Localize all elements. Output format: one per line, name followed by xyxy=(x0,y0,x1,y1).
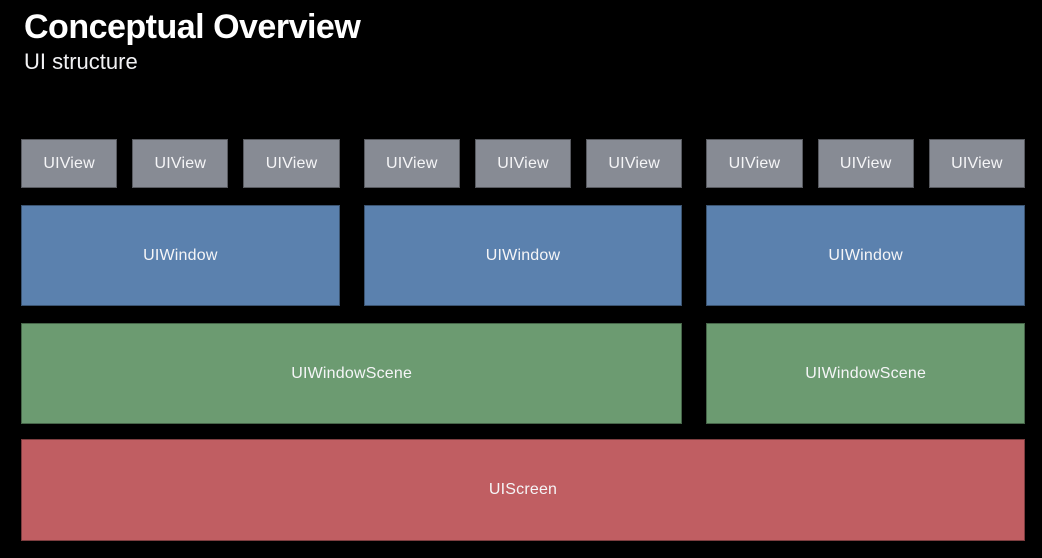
uiview-box-4: UIView xyxy=(363,139,460,188)
uiview-label: UIView xyxy=(951,154,1003,172)
uiview-label: UIView xyxy=(839,154,892,172)
uiwindowscene-box-2: UIWindowScene xyxy=(706,323,1025,424)
uiwindow-label: UIWindow xyxy=(828,246,903,264)
uiview-box-5: UIView xyxy=(474,139,572,188)
uiscreen-box: UIScreen xyxy=(21,439,1025,541)
uiview-label: UIView xyxy=(154,154,207,172)
uiview-box-7: UIView xyxy=(706,139,803,188)
uiwindowscene-label: UIWindowScene xyxy=(291,364,413,382)
uiwindow-box-3: UIWindow xyxy=(706,205,1026,306)
uiview-label: UIView xyxy=(385,154,438,172)
uiview-row: UIView UIView UIView UIView UIView UIVie… xyxy=(21,139,1025,188)
uiscreen-label: UIScreen xyxy=(488,481,558,498)
uiview-box-9: UIView xyxy=(928,139,1025,188)
uiview-box-3: UIView xyxy=(243,139,340,188)
page-title: Conceptual Overview xyxy=(24,8,361,46)
uiwindow-label: UIWindow xyxy=(143,246,218,264)
uiwindow-box-2: UIWindow xyxy=(363,205,683,306)
uiwindowscene-label: UIWindowScene xyxy=(805,364,927,382)
uiwindow-box-1: UIWindow xyxy=(21,205,340,306)
page-subtitle: UI structure xyxy=(24,49,138,74)
uiview-label: UIView xyxy=(265,154,318,172)
uiview-label: UIView xyxy=(497,154,549,172)
uiview-box-2: UIView xyxy=(132,139,229,188)
uiscreen-row: UIScreen xyxy=(21,439,1025,541)
uiwindowscene-row: UIWindowScene UIWindowScene xyxy=(21,323,1025,424)
uiview-group-3: UIView UIView UIView xyxy=(706,139,1025,188)
uiview-group-1: UIView UIView UIView xyxy=(21,139,340,188)
ui-structure-diagram: UIView UIView UIView UIView UIView UIVie… xyxy=(21,139,1026,541)
uiview-label: UIView xyxy=(43,154,95,172)
uiwindow-row: UIWindow UIWindow UIWindow xyxy=(21,205,1026,306)
uiview-label: UIView xyxy=(728,154,781,172)
uiwindow-label: UIWindow xyxy=(485,246,561,264)
uiview-label: UIView xyxy=(608,154,661,172)
uiview-box-1: UIView xyxy=(21,139,118,188)
uiview-box-8: UIView xyxy=(817,139,914,188)
uiview-box-6: UIView xyxy=(586,139,683,188)
uiview-group-2: UIView UIView UIView xyxy=(363,139,683,188)
slide-header: Conceptual Overview UI structure xyxy=(24,6,361,76)
uiwindowscene-box-1: UIWindowScene xyxy=(21,323,683,424)
